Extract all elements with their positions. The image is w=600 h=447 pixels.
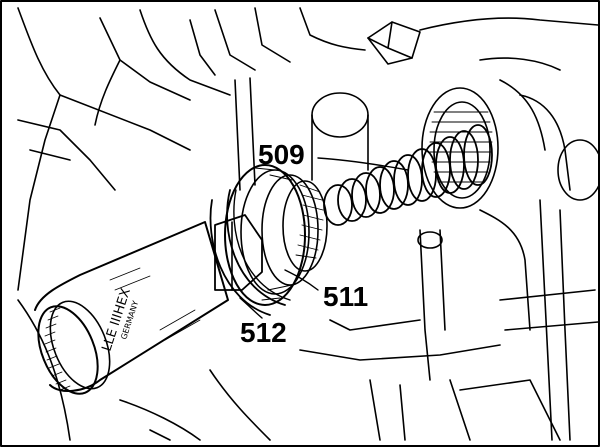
leader-509 [317, 157, 409, 171]
plug-and-rings [209, 164, 328, 316]
hex-socket-tool: LLE IIIHEX GERMANY [34, 214, 263, 395]
leader-lines [239, 157, 409, 319]
callout-512: 512 [240, 317, 287, 348]
leader-512 [239, 297, 263, 319]
gearbox-housing [17, 7, 600, 441]
callout-509: 509 [258, 139, 305, 170]
knurl-texture [44, 307, 71, 391]
callout-511: 511 [323, 281, 368, 312]
spring-509 [323, 124, 493, 226]
leader-511 [284, 269, 319, 291]
